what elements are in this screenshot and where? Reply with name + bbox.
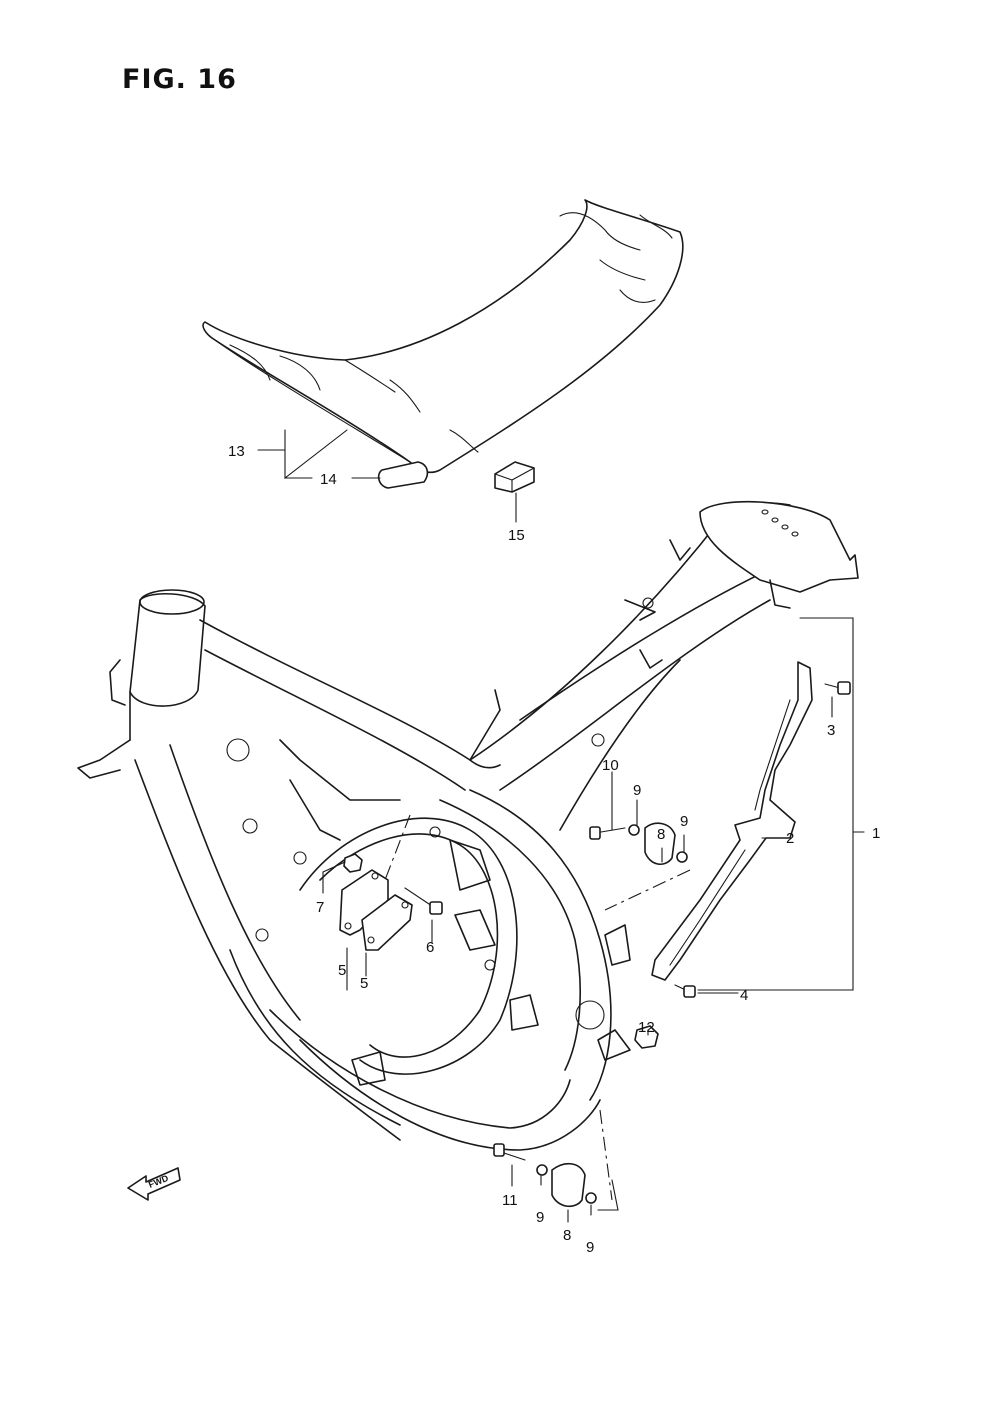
seat-bracket — [377, 461, 429, 489]
bolt-3-part — [824, 681, 851, 695]
callout-13: 13 — [228, 443, 245, 460]
callout-9b: 9 — [680, 813, 688, 830]
callout-9d: 9 — [586, 1239, 594, 1256]
callout-5a: 5 — [338, 962, 346, 979]
bolt-4-part — [674, 984, 696, 998]
cushion-block — [494, 461, 535, 493]
callout-9c: 9 — [536, 1209, 544, 1226]
seat-drawing — [202, 199, 684, 474]
callout-10: 10 — [602, 757, 619, 774]
engine-mount-upper-set — [589, 822, 688, 865]
callout-12: 12 — [638, 1019, 655, 1036]
engine-bracket-plate-2 — [361, 894, 413, 951]
nut-7 — [343, 853, 363, 873]
frame-drawing — [77, 500, 859, 1151]
fwd-arrow-icon: FWD — [127, 1167, 181, 1201]
callout-8b: 8 — [563, 1227, 571, 1244]
engine-mount-lower-set — [493, 1143, 597, 1208]
callout-5b: 5 — [360, 975, 368, 992]
nut-12 — [634, 1025, 659, 1049]
callout-2: 2 — [786, 830, 794, 847]
callout-4: 4 — [740, 987, 748, 1004]
bolt-6-part — [404, 887, 443, 915]
figure-title: FIG. 16 — [122, 64, 237, 95]
callout-3: 3 — [827, 722, 835, 739]
callout-9a: 9 — [633, 782, 641, 799]
leader-lines — [257, 429, 865, 1223]
callout-15: 15 — [508, 527, 525, 544]
callout-1: 1 — [872, 825, 880, 842]
callout-6: 6 — [426, 939, 434, 956]
callout-11: 11 — [502, 1192, 518, 1209]
callout-8a: 8 — [657, 826, 665, 843]
frame-rail — [651, 661, 813, 981]
callout-7: 7 — [316, 899, 324, 916]
callout-14: 14 — [320, 471, 337, 488]
